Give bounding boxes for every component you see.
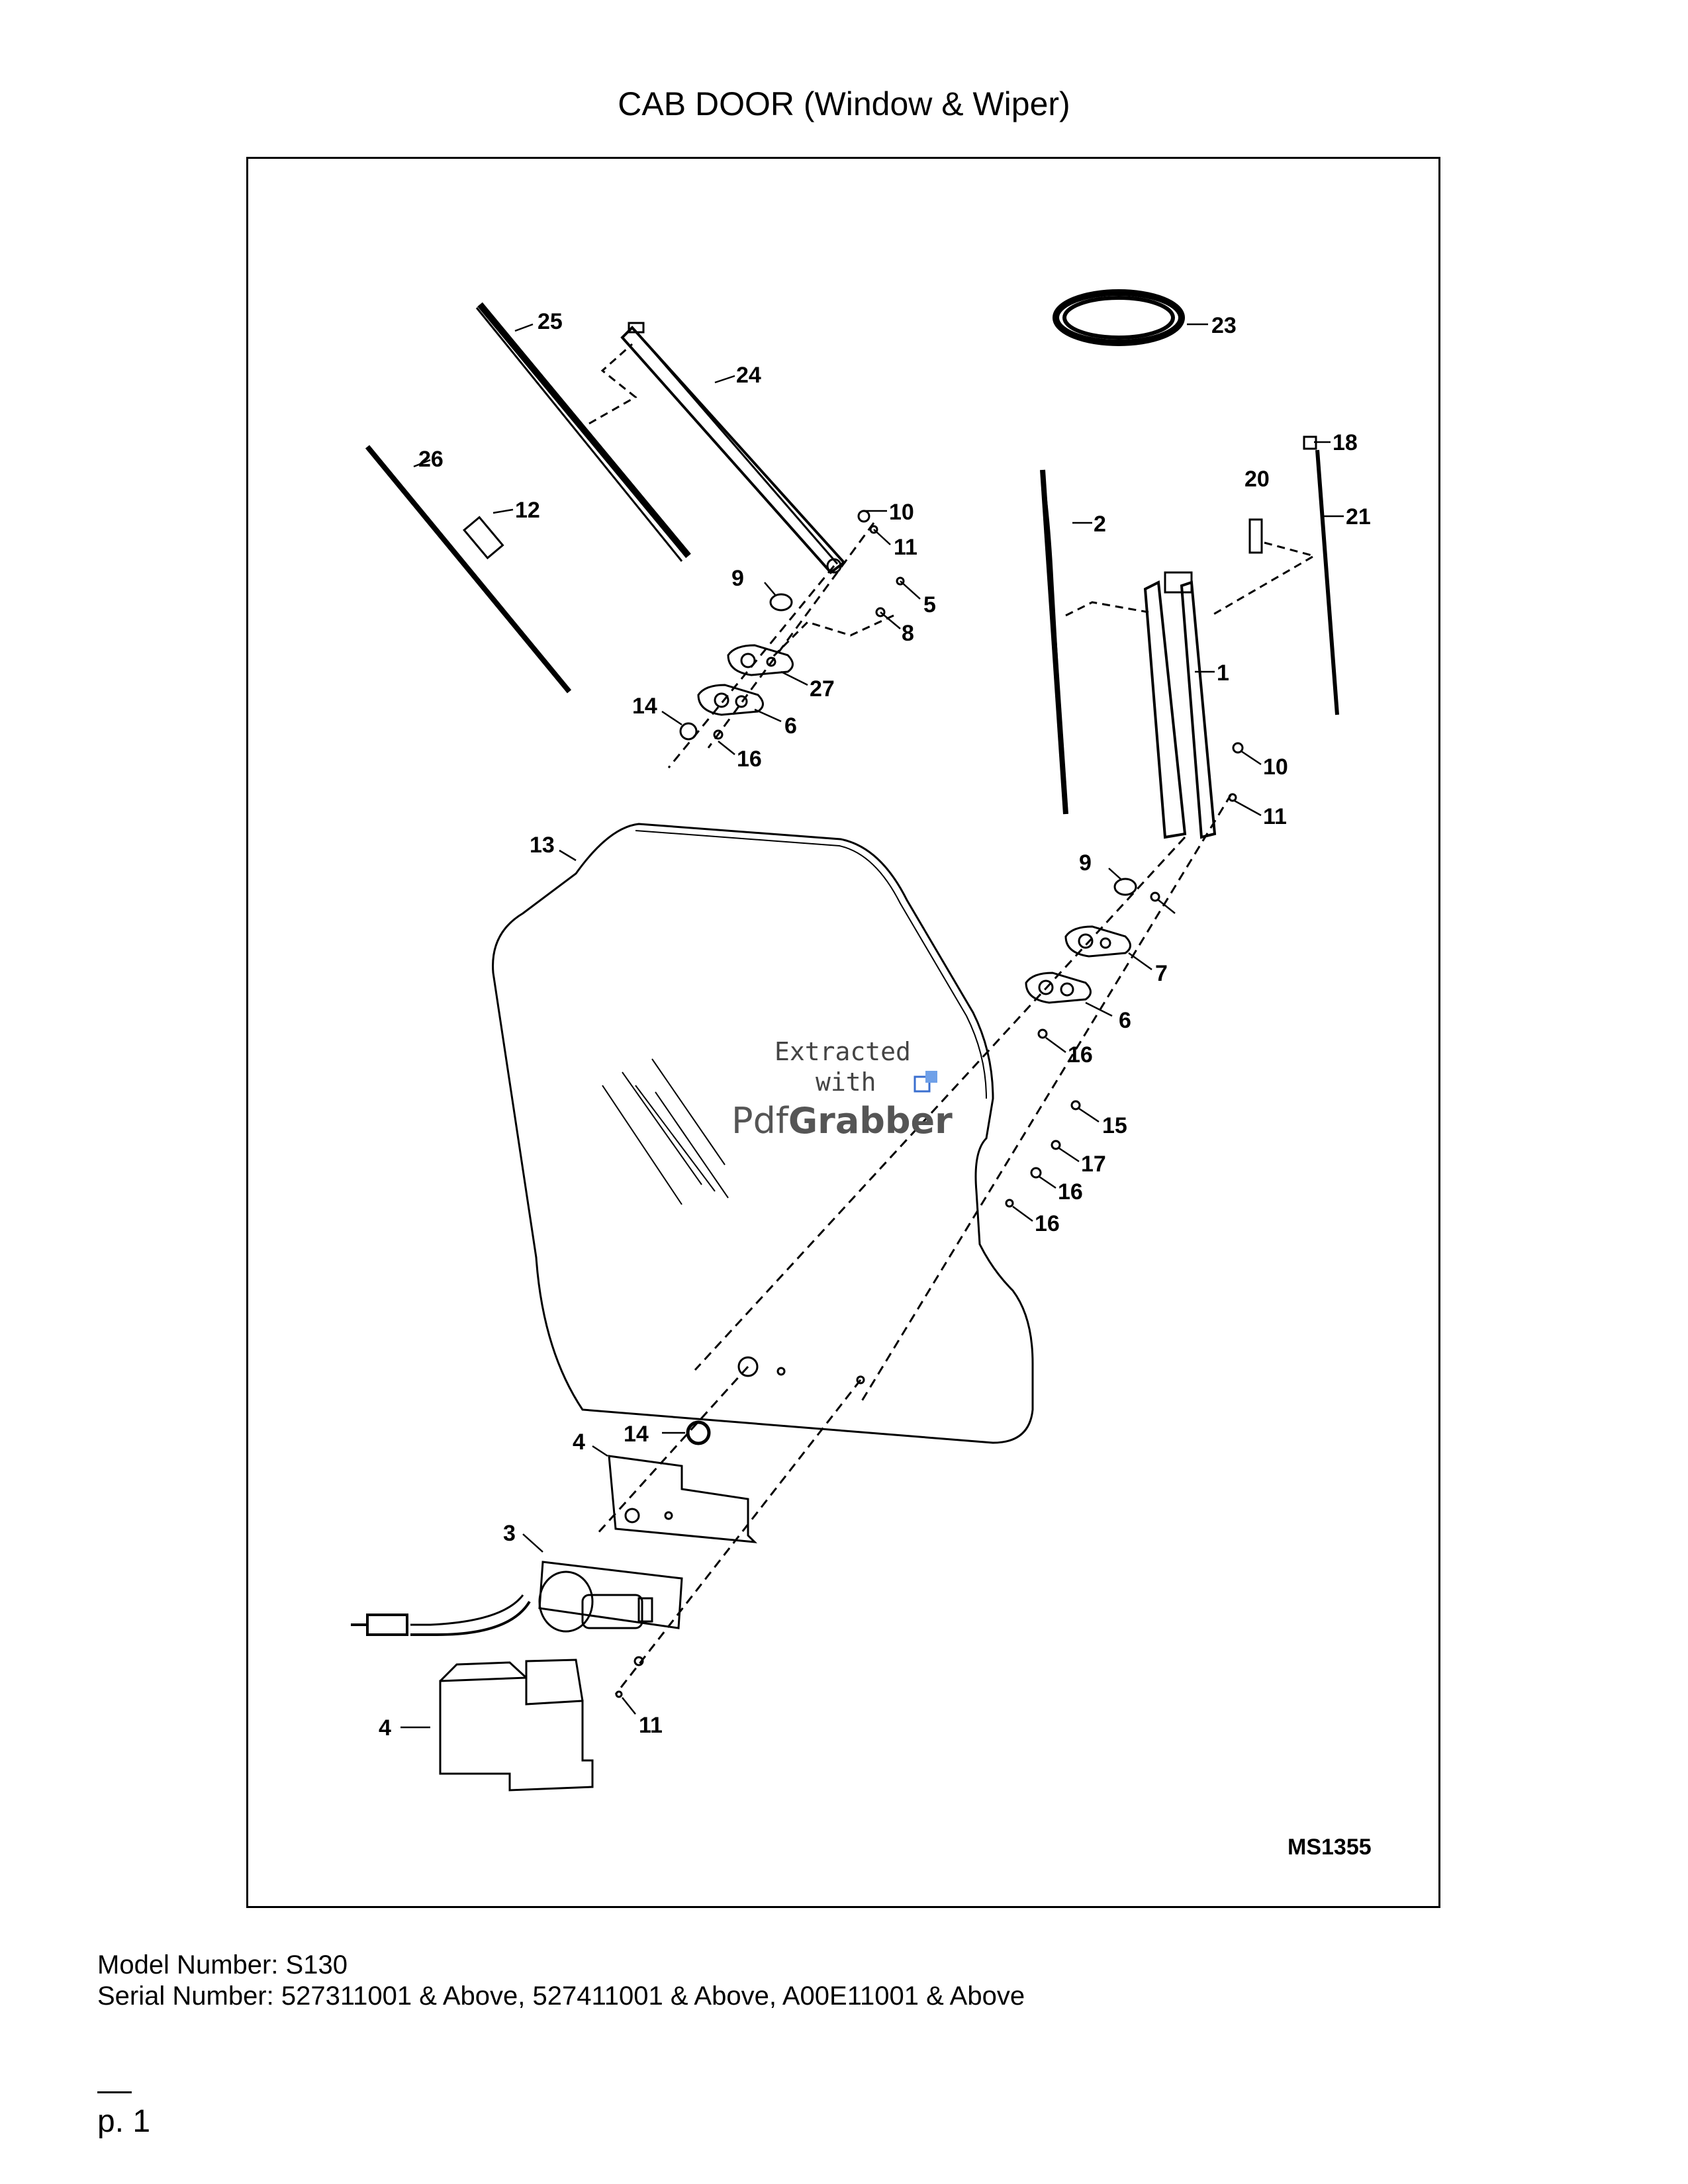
callout-16c: 16 — [1035, 1211, 1060, 1236]
callout-7: 7 — [1155, 961, 1168, 986]
callout-15: 15 — [1102, 1113, 1127, 1138]
drawing-id: MS1355 — [1288, 1835, 1372, 1860]
callout-4b: 4 — [379, 1715, 391, 1741]
callout-5: 5 — [923, 592, 936, 617]
callout-8: 8 — [902, 621, 914, 646]
callout-18: 17 — [1081, 1152, 1106, 1177]
callout-25: 26 — [418, 447, 444, 472]
callout-19: 18 — [1333, 430, 1358, 455]
callout-4a: 4 — [573, 1430, 585, 1455]
callout-11c: 11 — [639, 1713, 663, 1738]
callout-16b: 16 — [1068, 1042, 1093, 1068]
callout-9b: 9 — [1079, 850, 1092, 876]
callout-14b: 14 — [624, 1422, 649, 1447]
callout-11a: 11 — [894, 535, 917, 560]
callout-21: 21 — [1346, 504, 1371, 529]
page-rule — [97, 2091, 132, 2093]
callout-10b: 10 — [1263, 754, 1288, 780]
callout-13: 13 — [530, 833, 555, 858]
callout-16a: 16 — [737, 747, 762, 772]
watermark-logo-icon — [914, 1075, 931, 1093]
callout-17: 16 — [1058, 1179, 1083, 1205]
callout-20: 20 — [1244, 467, 1270, 492]
svg-text:Extracted: Extracted — [774, 1037, 911, 1066]
watermark-brand-b: Grabber — [788, 1100, 953, 1142]
callout-6b: 6 — [1119, 1008, 1131, 1033]
callout-23: 24 — [736, 363, 761, 388]
callout-2: 2 — [1094, 512, 1106, 537]
svg-text:with: with — [816, 1068, 876, 1097]
callout-6a: 6 — [784, 713, 797, 739]
callout-11b: 11 — [1263, 804, 1287, 829]
page-title: CAB DOOR (Window & Wiper) — [618, 85, 1070, 122]
page-number: p. 1 — [97, 2104, 151, 2139]
svg-text:PdfGrabber: PdfGrabber — [731, 1100, 953, 1142]
callout-12: 12 — [515, 498, 540, 523]
watermark-brand-a: Pdf — [731, 1100, 790, 1142]
window-glass — [492, 823, 1034, 1444]
callout-9a: 9 — [731, 566, 744, 591]
model-number: Model Number: S130 — [97, 1950, 348, 1979]
callout-10a: 10 — [889, 500, 914, 525]
callout-1: 1 — [1217, 660, 1229, 686]
watermark: Extracted with PdfGrabber — [731, 1037, 953, 1142]
callout-24: 25 — [538, 309, 563, 334]
serial-number: Serial Number: 527311001 & Above, 527411… — [97, 1981, 1025, 2011]
callout-3: 3 — [503, 1521, 516, 1546]
callout-14a: 14 — [632, 694, 657, 719]
diagram-frame — [246, 157, 1440, 1908]
callout-26: 27 — [810, 676, 835, 702]
callout-22: 23 — [1211, 313, 1237, 338]
